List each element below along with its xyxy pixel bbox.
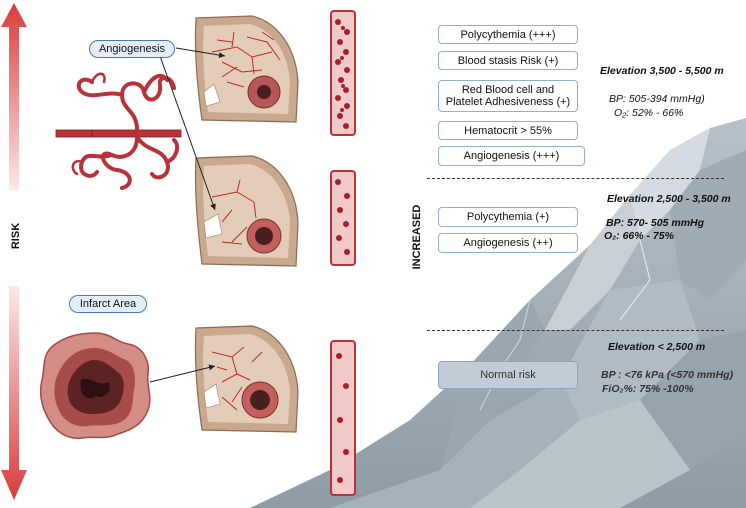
increased-label: INCREASED [411, 204, 423, 270]
angiogenesis-high-box: Angiogenesis (+++) [438, 146, 585, 166]
risk-arrow-icon [1, 3, 27, 500]
polycythemia-high-box: Polycythemia (+++) [438, 25, 578, 44]
blood-vessel-icon [330, 10, 356, 136]
blood-vessel-icon [330, 340, 356, 496]
divider-mid-low [427, 330, 724, 331]
angiogenesis-tag: Angiogenesis [89, 40, 175, 58]
o2-high: O₂: 52% - 66% [614, 107, 684, 119]
brain-tissue-icon [194, 325, 299, 433]
blood-stasis-box: Blood stasis Risk (+) [438, 51, 578, 70]
elevation-high: Elevation 3,500 - 5,500 m [600, 65, 724, 77]
bp-low: BP : <76 kPa (<570 mmHg) [601, 369, 734, 381]
fio2-low: FiO₂%: 75% -100% [602, 383, 694, 395]
angiogenesis-mid-box: Angiogenesis (++) [438, 233, 578, 253]
bp-mid: BP: 570- 505 mmHg [606, 217, 705, 229]
polycythemia-mid-box: Polycythemia (+) [438, 207, 578, 227]
rbc-adhesiveness-box: Red Blood cell and Platelet Adhesiveness… [438, 80, 578, 112]
infarct-area-tag: Infarct Area [69, 295, 147, 313]
elevation-mid: Elevation 2,500 - 3,500 m [607, 193, 731, 205]
bp-high: BP: 505-394 mmHg) [609, 93, 705, 105]
hematocrit-box: Hematocrit > 55% [438, 121, 578, 140]
infarct-icon [39, 332, 151, 439]
brain-tissue-icon [194, 15, 299, 123]
o2-mid: O₂: 66% - 75% [604, 230, 674, 242]
brain-tissue-icon [194, 155, 299, 267]
vessel-network-icon [55, 72, 182, 190]
blood-vessel-icon [330, 170, 356, 266]
normal-risk-box: Normal risk [438, 361, 578, 389]
elevation-low: Elevation < 2,500 m [608, 341, 706, 353]
divider-high-mid [427, 178, 724, 179]
